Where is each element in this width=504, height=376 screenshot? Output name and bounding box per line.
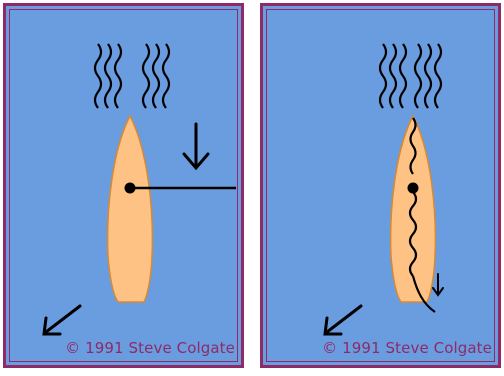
diagram-canvas-right	[263, 6, 498, 365]
diagram-panel-right: © 1991 Steve Colgate	[260, 3, 501, 368]
pivot-dot-icon	[408, 183, 419, 194]
pivot-dot-icon	[125, 183, 136, 194]
diagram-panel-left: © 1991 Steve Colgate	[3, 3, 244, 368]
water-background	[263, 6, 498, 365]
copyright-label: © 1991 Steve Colgate	[65, 339, 235, 357]
copyright-label: © 1991 Steve Colgate	[322, 339, 492, 357]
diagram-canvas-left	[6, 6, 241, 365]
